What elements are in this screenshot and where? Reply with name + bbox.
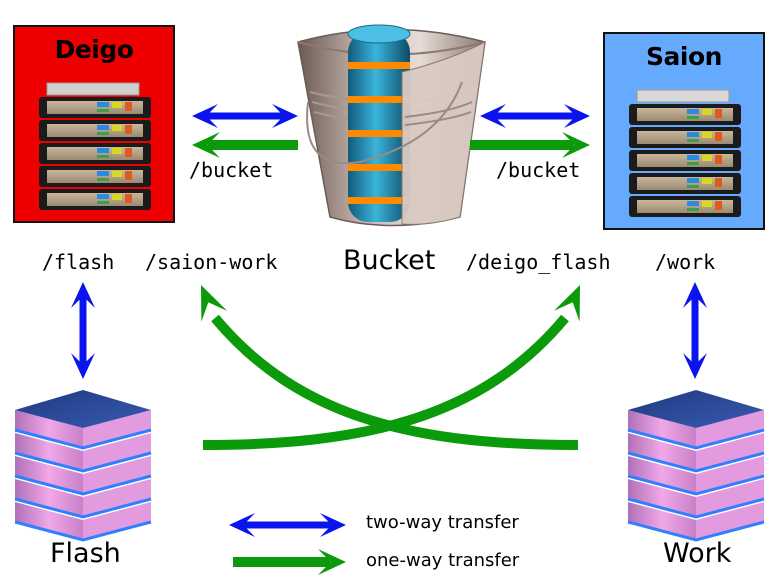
deigo-title: Deigo xyxy=(54,35,134,64)
work-label: Work xyxy=(663,538,732,569)
rack-unit xyxy=(629,127,741,148)
saion-cluster: Saion xyxy=(603,32,765,230)
rack-unit xyxy=(629,196,741,217)
bucket-label: Bucket xyxy=(343,245,436,276)
two-way-arrow-saion-work xyxy=(683,282,707,379)
saion-title: Saion xyxy=(646,42,722,71)
work-mount: /work xyxy=(655,250,716,274)
legend-two-way-arrow xyxy=(229,513,346,537)
storage-layer xyxy=(14,410,152,450)
legend-two-way: two-way transfer xyxy=(366,512,519,533)
database-cylinder-icon xyxy=(347,24,411,222)
rack-unit xyxy=(629,150,741,171)
flash-label: Flash xyxy=(50,538,121,569)
bucket-database-icon xyxy=(297,24,486,227)
storage-layer xyxy=(14,456,152,496)
storage-layer xyxy=(627,456,765,496)
one-way-arrow-flash-to-saion xyxy=(202,285,580,450)
deigo-cluster: Deigo xyxy=(13,25,175,223)
storage-stack-icon xyxy=(14,390,152,542)
rack-unit xyxy=(39,166,151,187)
storage-layer xyxy=(627,479,765,519)
rack-unit xyxy=(39,97,151,118)
storage-top xyxy=(628,390,764,428)
deigo-bucket-mount: /bucket xyxy=(189,158,274,182)
rack-unit xyxy=(39,120,151,141)
rack-unit xyxy=(39,189,151,210)
server-rack-icon xyxy=(39,82,151,210)
rack-unit xyxy=(629,104,741,125)
rack-unit xyxy=(629,173,741,194)
one-way-arrow-bucket-to-deigo xyxy=(192,132,298,158)
two-way-arrow-deigo-bucket xyxy=(192,104,298,128)
storage-layer xyxy=(14,433,152,473)
storage-layer xyxy=(627,433,765,473)
legend-one-way: one-way transfer xyxy=(366,550,520,571)
storage-top xyxy=(15,390,151,428)
rack-unit xyxy=(39,143,151,164)
server-rack-icon xyxy=(629,89,741,217)
flash-mount: /flash xyxy=(42,250,115,274)
storage-layer xyxy=(14,502,152,542)
two-way-arrow-saion-bucket xyxy=(480,104,590,128)
storage-stack-icon xyxy=(627,390,765,542)
storage-layer xyxy=(627,410,765,450)
storage-layer xyxy=(14,479,152,519)
storage-layer xyxy=(627,502,765,542)
legend-one-way-arrow xyxy=(233,549,346,575)
saion-work-mount: /saion-work xyxy=(145,250,278,274)
two-way-arrow-deigo-flash xyxy=(71,282,95,379)
one-way-arrow-bucket-to-saion xyxy=(470,132,590,158)
one-way-arrow-work-to-deigo xyxy=(201,285,579,450)
saion-bucket-mount: /bucket xyxy=(496,158,581,182)
deigo-flash-mount: /deigo_flash xyxy=(466,250,611,274)
